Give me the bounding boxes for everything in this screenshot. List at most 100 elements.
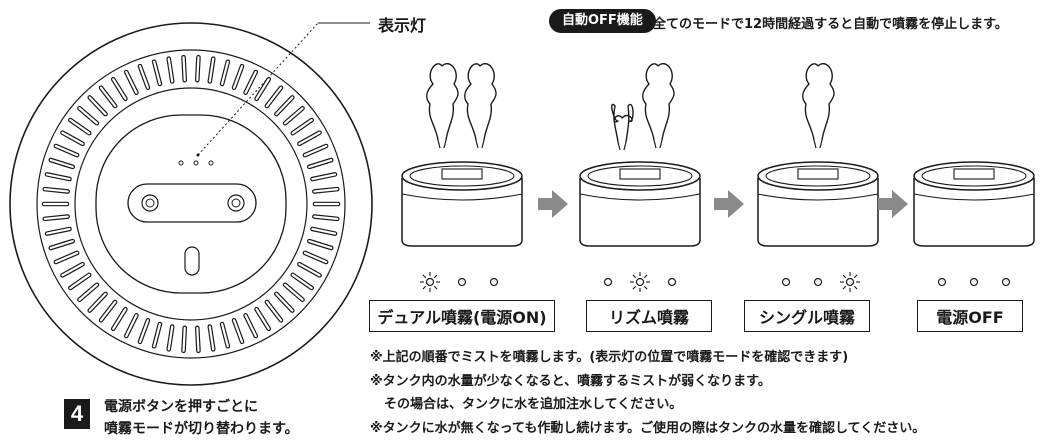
vent-slot-inner [61,131,84,145]
vent-slot-inner [78,283,99,301]
vent-slot-inner [54,144,79,157]
vent-slot-inner [196,326,200,352]
note-line: ※タンク内の水量が少なくなると、噴霧するミストが弱くなります。 [370,373,771,389]
mode-label-dual: デュアル噴霧(電源ON) [369,300,555,332]
indicator-label: 表示灯 [378,16,427,35]
vent-slot-inner [43,215,69,220]
vent-slot-inner [138,65,150,89]
auto-off-badge: 自動OFF機能 [549,9,656,33]
mode-label-off: 電源OFF [917,300,1023,332]
lamp-off [667,277,677,287]
vent-slot-inner [167,57,174,83]
note-line: その場合は、タンクに水を追加注水してください。 [384,397,683,412]
vent-slot-inner [308,240,333,250]
note-line: ※上記の順番でミストを噴霧します。(表示灯の位置で噴霧モードを確認できます) [370,350,849,365]
vent-slot-inner [69,273,91,290]
vent-slot-inner [291,273,313,290]
lamp-ray [853,285,858,290]
vent-slots [41,54,341,354]
lamp-row [603,272,677,292]
humidifier-side-view [913,161,1035,247]
vent-slot-inner [303,144,328,157]
vent-slot-inner [232,319,244,343]
steam-cloud [464,63,497,149]
indicator-leader-line [196,22,370,157]
vent-slot-inner [45,173,71,181]
step-text: 電源ボタンを押すごとに 噴霧モードが切り替わります。 [104,396,299,440]
mist-outlet [184,246,200,276]
vent-slot-inner [220,60,229,86]
vent-slot-inner [182,56,186,82]
lamp-ray [433,274,438,279]
vent-slot-inner [45,227,71,235]
vent-slot-inner [244,70,257,94]
notes: ※上記の順番でミストを噴霧します。(表示灯の位置で噴霧モードを確認できます) ※… [370,346,925,440]
vent-slot-inner [153,322,162,348]
lamp-row [420,272,499,292]
vent-slot-inner [255,308,270,330]
steam-cloud [642,63,675,149]
next-arrow [538,190,568,218]
lamp-off [937,277,947,287]
vent-slot-inner [182,326,186,352]
auto-off-description: 全てのモードで12時間経過すると自動で噴霧を停止します。 [653,17,1008,32]
vent-slot-inner [125,70,138,94]
vent-slot-inner [265,86,283,108]
lamp-lit [635,277,645,287]
power-button [127,183,257,223]
vent-slot-inner [99,300,117,322]
lamp-row [937,277,1011,287]
vent-slot-inner [311,173,337,181]
lamp-ray [643,274,648,279]
vent-slot-inner [153,60,162,86]
step-text-line: 噴霧モードが切り替わります。 [104,421,299,437]
vent-slot-inner [220,322,229,348]
next-arrow [714,190,744,218]
vent-slot-inner [196,56,200,82]
vent-slot-inner [283,283,304,301]
vent-slot-inner [283,107,304,125]
step-number: 4 [64,399,90,429]
vent-slot-inner [244,314,257,338]
vent-slot-inner [265,300,283,322]
steam-cloud [611,103,634,151]
next-arrow [878,190,908,218]
lamp-off [489,277,499,287]
vent-slot-inner [49,240,74,250]
vent-slot-inner [78,107,99,125]
lamp-ray [842,285,847,290]
vent-slot-inner [308,158,333,168]
lamp-lit [425,277,435,287]
lamp-off [813,277,823,287]
vent-slot-inner [69,118,91,135]
modes-layer [401,63,1035,292]
vent-slot-inner [311,227,337,235]
vent-slot-inner [49,158,74,168]
vent-slot-inner [99,86,117,108]
indicator-lamp [208,160,214,166]
vent-slot-inner [232,65,244,89]
indicator-lamp [193,160,199,166]
vent-slot-inner [88,292,107,312]
humidifier-side-view [757,161,879,247]
vent-slot-inner [298,263,321,277]
lamp-ray [643,285,648,290]
vent-slot-inner [208,57,215,83]
vent-slot-inner [298,131,321,145]
vent-slot-inner [138,319,150,343]
lamp-row [781,272,860,292]
vent-slot-inner [255,78,270,100]
vent-slot-inner [112,78,127,100]
vent-slot-inner [167,325,174,351]
vent-slot-inner [208,325,215,351]
humidifier-side-view [579,161,701,247]
vent-slot-inner [313,188,339,193]
vent-slot-inner [291,118,313,135]
indicator-lamp [178,160,184,166]
humidifier-side-view [401,161,523,247]
vent-slot-inner [61,263,84,277]
lamp-off [1001,277,1011,287]
lamp-ray [422,274,427,279]
lamp-off [603,277,613,287]
